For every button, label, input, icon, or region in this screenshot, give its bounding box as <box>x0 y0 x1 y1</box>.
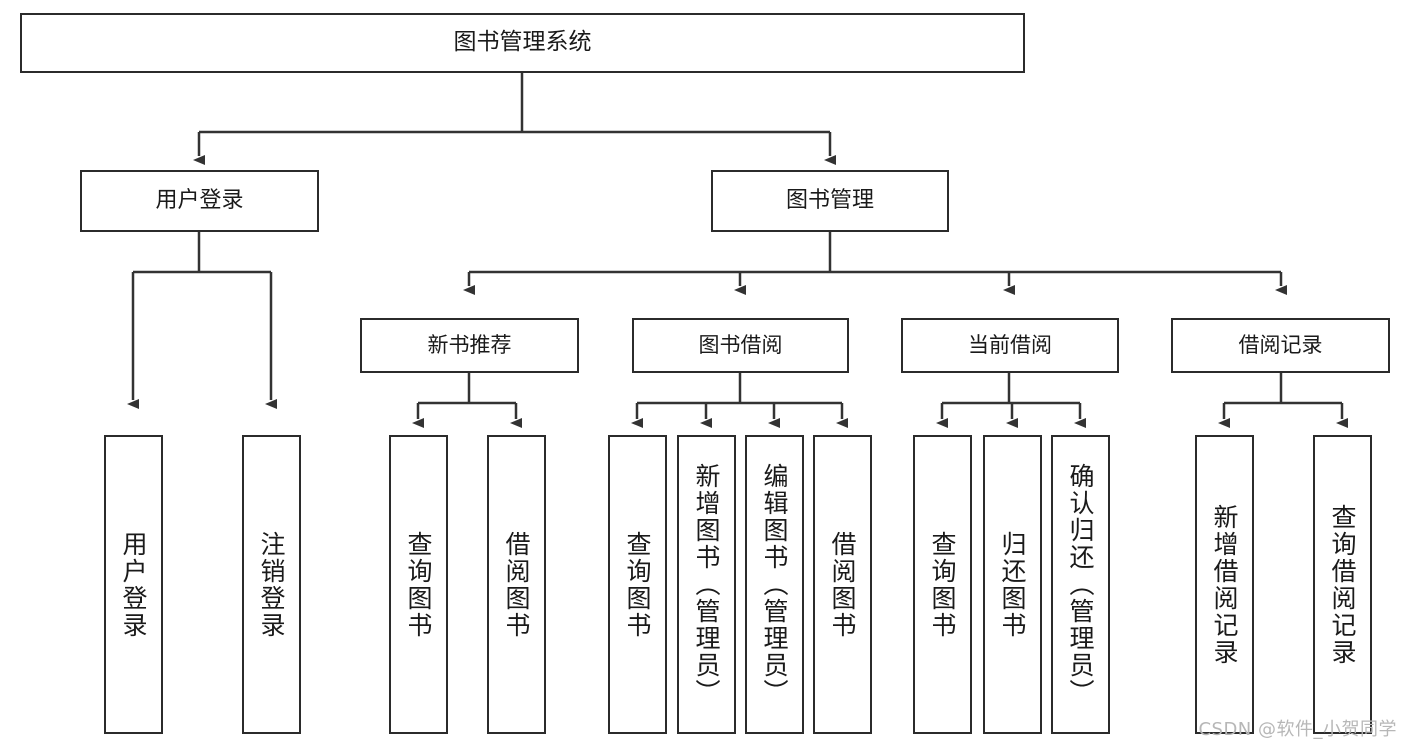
node-leaf-add-book-label: 新增图书（管理员） <box>692 463 721 706</box>
node-borrow-record[interactable]: 借阅记录 <box>1171 318 1390 373</box>
node-leaf-borrow-book-2-label: 借阅图书 <box>828 530 857 639</box>
node-borrow-record-label: 借阅记录 <box>1238 333 1323 358</box>
node-book-manage-label: 图书管理 <box>785 188 874 214</box>
node-leaf-edit-book-label: 编辑图书（管理员） <box>760 463 789 706</box>
node-leaf-confirm-return[interactable]: 确认归还（管理员） <box>1051 435 1110 734</box>
node-current-borrow[interactable]: 当前借阅 <box>901 318 1119 373</box>
node-book-manage[interactable]: 图书管理 <box>711 170 949 232</box>
node-leaf-query-record[interactable]: 查询借阅记录 <box>1313 435 1372 734</box>
node-leaf-add-book[interactable]: 新增图书（管理员） <box>677 435 736 734</box>
node-leaf-confirm-return-label: 确认归还（管理员） <box>1066 463 1095 706</box>
node-leaf-query-book-1-label: 查询图书 <box>404 530 433 639</box>
node-user-login[interactable]: 用户登录 <box>80 170 319 232</box>
node-leaf-query-record-label: 查询借阅记录 <box>1328 503 1357 666</box>
node-leaf-edit-book[interactable]: 编辑图书（管理员） <box>745 435 804 734</box>
node-book-borrow-label: 图书借阅 <box>698 333 783 358</box>
watermark: CSDN @软件_小贺同学 <box>1198 719 1397 740</box>
node-leaf-query-book-2-label: 查询图书 <box>623 530 652 639</box>
node-leaf-borrow-book-2[interactable]: 借阅图书 <box>813 435 872 734</box>
node-new-book-rec-label: 新书推荐 <box>427 333 512 358</box>
node-root-label: 图书管理系统 <box>453 29 592 56</box>
node-leaf-query-book-1[interactable]: 查询图书 <box>389 435 448 734</box>
node-new-book-rec[interactable]: 新书推荐 <box>360 318 579 373</box>
node-leaf-user-logout-label: 注销登录 <box>257 530 286 639</box>
node-book-borrow[interactable]: 图书借阅 <box>632 318 849 373</box>
node-leaf-user-login[interactable]: 用户登录 <box>104 435 163 734</box>
node-leaf-query-book-3-label: 查询图书 <box>928 530 957 639</box>
node-current-borrow-label: 当前借阅 <box>968 333 1052 358</box>
node-leaf-user-login-label: 用户登录 <box>119 530 148 639</box>
node-leaf-add-record-label: 新增借阅记录 <box>1210 503 1239 666</box>
node-leaf-query-book-3[interactable]: 查询图书 <box>913 435 972 734</box>
node-leaf-borrow-book-1[interactable]: 借阅图书 <box>487 435 546 734</box>
node-root[interactable]: 图书管理系统 <box>20 13 1025 73</box>
node-leaf-return-book[interactable]: 归还图书 <box>983 435 1042 734</box>
node-leaf-return-book-label: 归还图书 <box>998 530 1027 639</box>
node-leaf-borrow-book-1-label: 借阅图书 <box>502 530 531 639</box>
node-leaf-user-logout[interactable]: 注销登录 <box>242 435 301 734</box>
node-leaf-query-book-2[interactable]: 查询图书 <box>608 435 667 734</box>
node-user-login-label: 用户登录 <box>155 188 244 214</box>
node-leaf-add-record[interactable]: 新增借阅记录 <box>1195 435 1254 734</box>
